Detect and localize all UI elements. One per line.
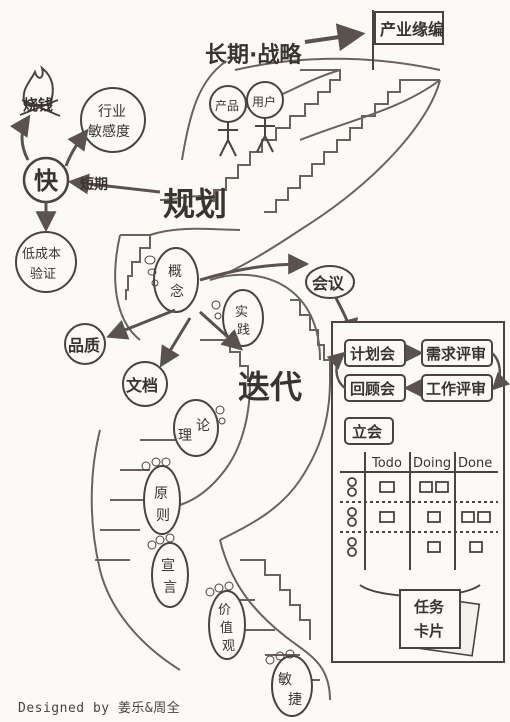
- requirements-review-label: 需求评审: [426, 345, 486, 363]
- strategy-arrow: [304, 23, 366, 52]
- meeting-bubble: [305, 265, 355, 299]
- industry-sensitivity-bubble: [80, 87, 146, 153]
- short-term-label: 短期: [80, 176, 108, 193]
- review-loop-arrow: [491, 352, 510, 391]
- values-footprint: [205, 581, 246, 660]
- standup-box: [344, 417, 394, 445]
- column-done: Done: [458, 456, 492, 471]
- quality-bubble: [64, 323, 106, 365]
- theory-line-2: 论: [196, 418, 210, 434]
- to-sensitivity-arrow: [64, 128, 89, 167]
- principle-line-1: 原: [154, 486, 168, 502]
- values-line-3: 观: [222, 639, 235, 654]
- short-term-arrow: [67, 173, 161, 195]
- fast-label: 快: [34, 167, 59, 195]
- practice-line-1: 实: [235, 305, 248, 320]
- to-burn-arrow: [9, 114, 31, 161]
- to-quality-arrow: [106, 308, 176, 340]
- agile-line-2: 捷: [288, 692, 302, 708]
- industry-sensitivity-line-1: 行业: [98, 104, 126, 120]
- quality-label: 品质: [68, 336, 100, 355]
- burning-money-icon: [19, 65, 61, 117]
- values-line-1: 价: [218, 603, 231, 618]
- document-label: 文档: [126, 376, 158, 395]
- kanban-table: [340, 452, 498, 570]
- workload-review-label: 工作评审: [426, 380, 486, 398]
- practice-line-2: 践: [237, 323, 250, 338]
- iteration-label: 迭代: [238, 368, 302, 406]
- low-cost-validation-line-1: 低成本: [22, 247, 61, 262]
- planning-label: 规划: [163, 185, 227, 223]
- principle-footprint: [141, 457, 181, 535]
- retro-to-plan-arrow: [326, 351, 346, 390]
- declaration-line-2: 言: [163, 580, 177, 596]
- theory-line-1: 理: [178, 428, 192, 444]
- standup-label: 立会: [352, 423, 382, 441]
- task-card-line-1: 任务: [413, 598, 445, 616]
- low-cost-validation-line-2: 验证: [30, 266, 56, 282]
- to-iteration-arrow: [198, 310, 244, 351]
- agile-line-1: 敏: [278, 672, 292, 688]
- concept-line-2: 念: [170, 283, 184, 300]
- principle-line-2: 则: [156, 508, 170, 524]
- product-roadmap-flag: [374, 11, 444, 45]
- low-cost-validation-bubble: [15, 231, 77, 293]
- designer-credit: Designed by 姜乐&周全: [18, 701, 181, 716]
- product-label: 产品: [215, 99, 239, 113]
- concept-line-1: 概: [168, 264, 182, 280]
- declaration-footprint: [147, 533, 189, 608]
- user-person: 用户: [246, 81, 284, 153]
- retro-meeting-label: 回顾会: [350, 380, 395, 398]
- concept-footprint: [144, 247, 199, 313]
- to-document-arrow: [159, 317, 192, 368]
- product-person: 产品: [209, 85, 247, 157]
- task-card: [399, 589, 461, 649]
- kanban-cards: [347, 477, 491, 557]
- column-doing: Doing: [413, 456, 451, 471]
- document-bubble: [122, 361, 168, 407]
- declaration-line-1: 宣: [161, 558, 175, 574]
- column-todo: Todo: [371, 456, 402, 471]
- values-line-2: 值: [220, 620, 233, 636]
- industry-sensitivity-line-2: 敏感度: [88, 123, 130, 140]
- agile-footprint: [265, 649, 313, 717]
- user-label: 用户: [252, 94, 276, 109]
- burn-money-label: 烧钱: [23, 96, 53, 114]
- product-roadmap-label: 产业缘编: [380, 20, 444, 39]
- task-card-line-2: 卡片: [414, 622, 444, 640]
- long-term-strategy-label: 长期·战略: [205, 42, 302, 68]
- theory-footprint: [173, 399, 226, 457]
- meeting-label: 会议: [312, 274, 345, 293]
- plan-meeting-label: 计划会: [350, 345, 395, 363]
- to-meeting-arrow: [199, 253, 310, 282]
